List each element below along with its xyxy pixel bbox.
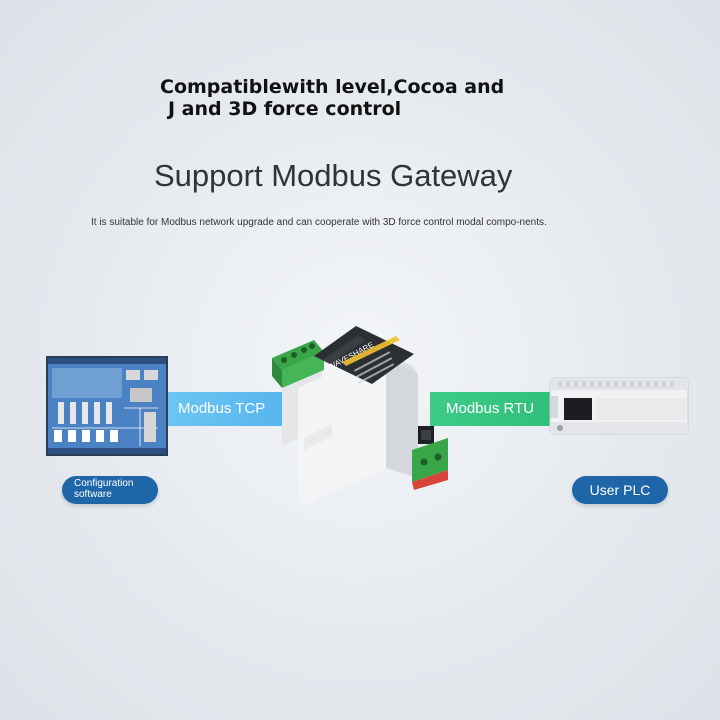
configuration-software-label: Configuration software xyxy=(62,476,158,504)
modbus-rtu-label: Modbus RTU xyxy=(446,400,535,417)
headline-line-1: Compatiblewith level,Cocoa and xyxy=(160,76,505,98)
page-title: Support Modbus Gateway xyxy=(154,158,513,193)
configuration-software-screen-image xyxy=(46,356,168,456)
scada-diagram-icon xyxy=(48,358,166,454)
headline-line-2: J and 3D force control xyxy=(168,98,402,120)
user-plc-image xyxy=(548,372,690,438)
headline: Compatiblewith level,Cocoa and J and 3D … xyxy=(160,76,620,120)
modbus-gateway-device-image: WAVESHARE xyxy=(262,318,452,508)
description-text: It is suitable for Modbus network upgrad… xyxy=(91,217,547,228)
user-plc-label: User PLC xyxy=(572,476,668,504)
modbus-rtu-band xyxy=(430,392,560,426)
bottom-terminal-block xyxy=(412,438,448,482)
modbus-tcp-label: Modbus TCP xyxy=(178,400,266,417)
